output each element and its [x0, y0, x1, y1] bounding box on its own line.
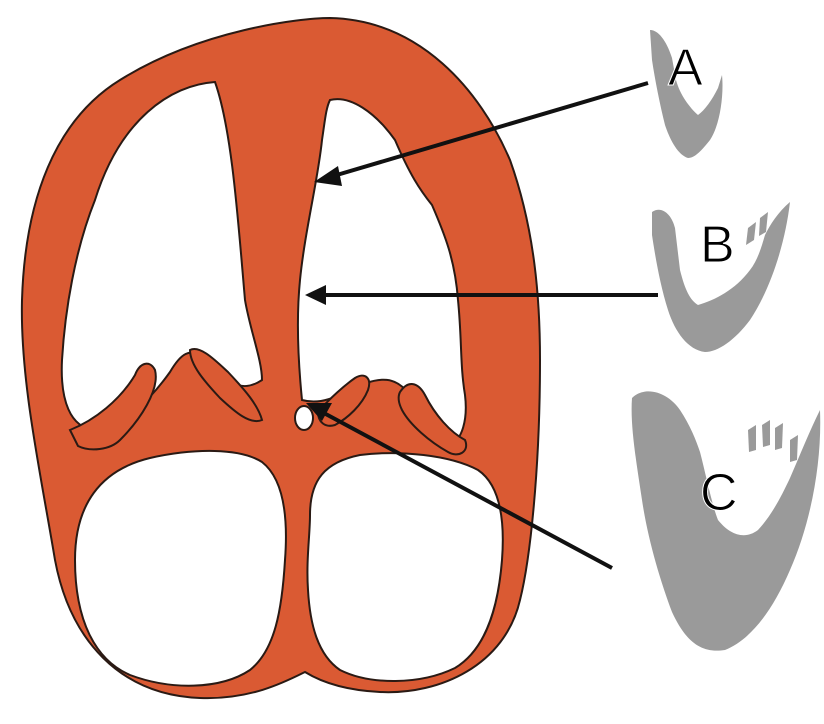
echo-c-bit-4	[790, 435, 798, 462]
right-atrium-cavity	[75, 451, 286, 686]
echo-c-bit-2	[762, 420, 770, 447]
septal-defect	[295, 406, 313, 430]
echo-image-b: B	[652, 202, 790, 352]
label-c: C	[700, 464, 738, 522]
echo-c-bit-1	[748, 425, 756, 452]
echo-image-c: C	[632, 391, 821, 650]
heart	[22, 18, 540, 698]
label-b: B	[700, 216, 735, 274]
echo-image-a: A	[650, 30, 723, 158]
label-a: A	[668, 39, 703, 97]
left-atrium-cavity	[307, 453, 502, 681]
echo-b-bit-1	[746, 222, 756, 245]
echo-c-bit-3	[775, 423, 783, 450]
